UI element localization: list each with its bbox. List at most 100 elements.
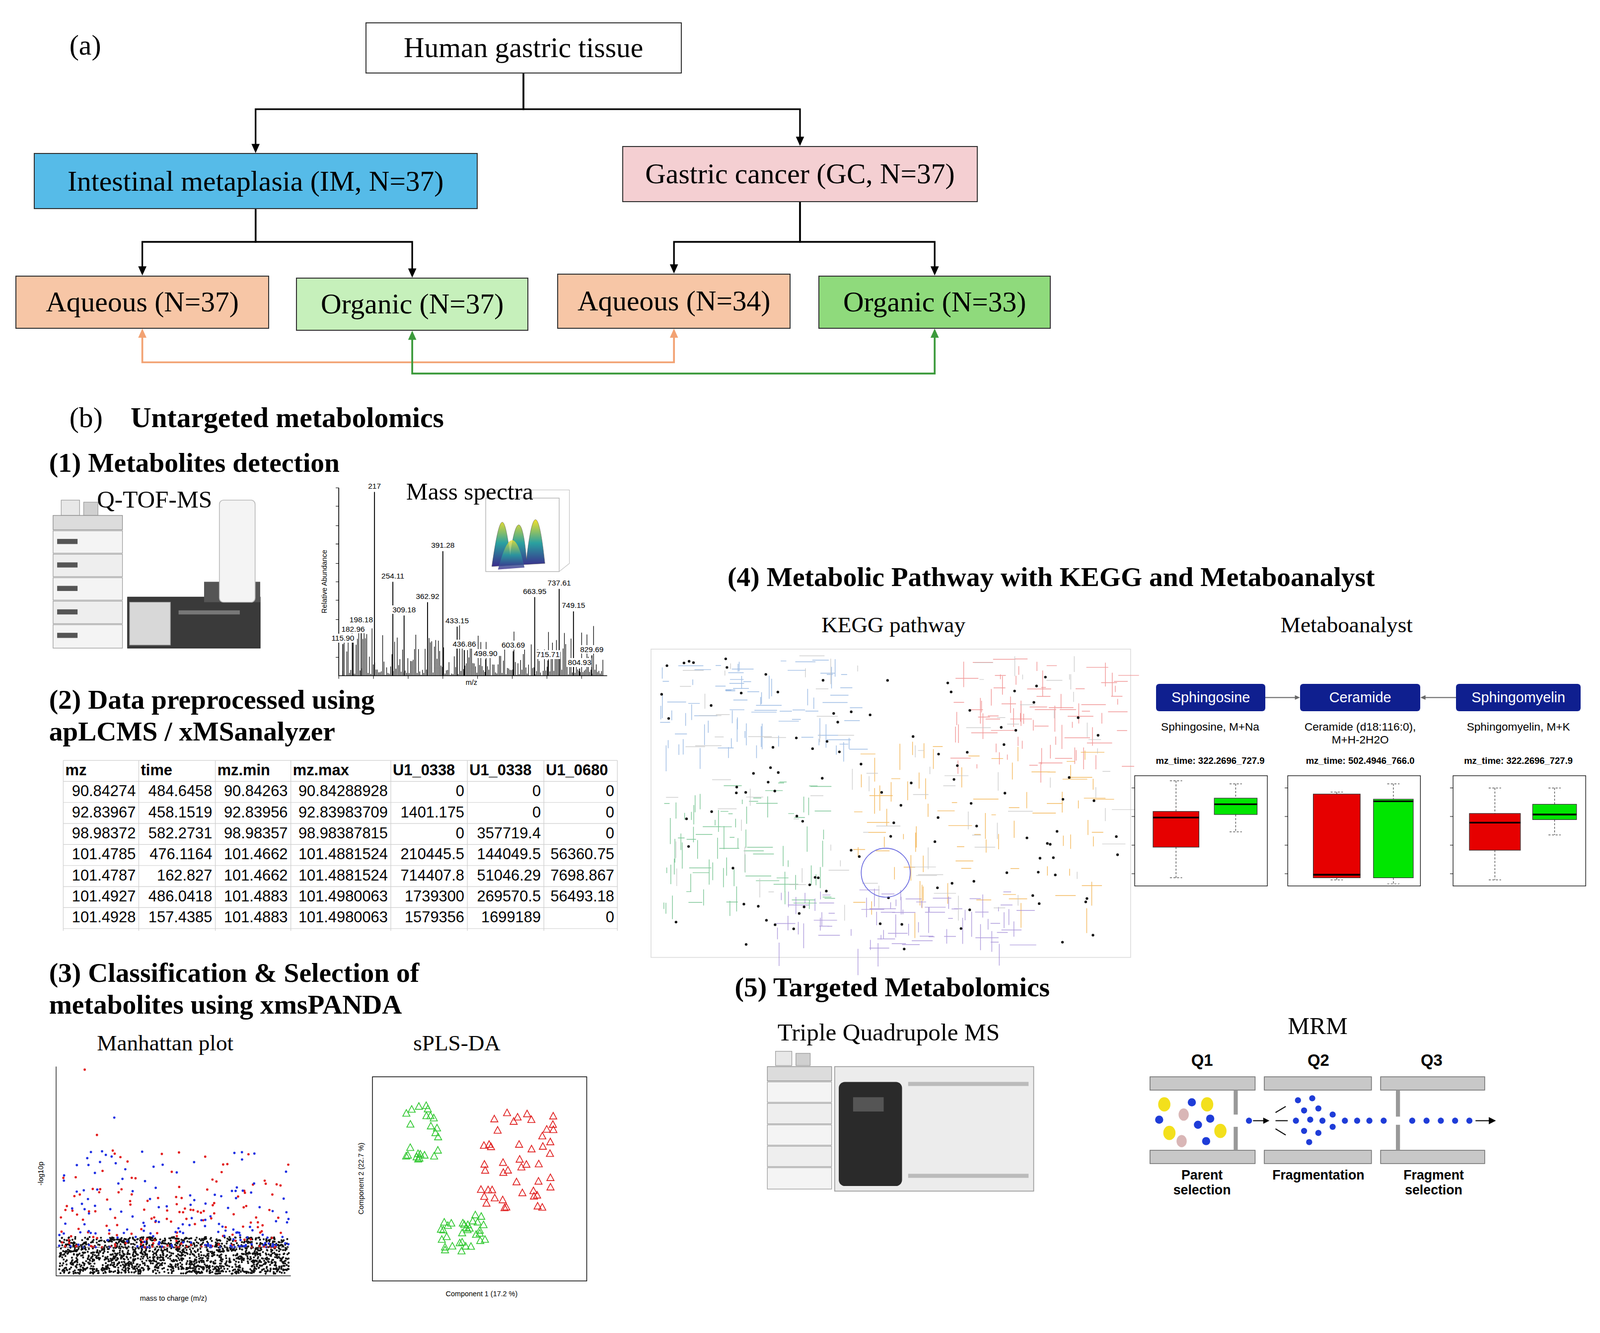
triple-quad-instrument-part (834, 1066, 1034, 1192)
mrm-schematic-part (1295, 1096, 1302, 1103)
triple-quad-instrument-part (767, 1124, 832, 1146)
plot-title: Mass spectra (406, 477, 534, 507)
connector (138, 328, 678, 363)
table-cell: 56493.18 (545, 887, 615, 905)
arrowhead (138, 328, 147, 339)
sample-triangle (546, 1173, 554, 1181)
arrowhead (408, 330, 417, 340)
mrm-schematic-part (1380, 1117, 1387, 1124)
sample-triangle (414, 1149, 422, 1157)
sample-triangle (488, 1185, 496, 1193)
sample-triangle (533, 1202, 541, 1209)
sample-triangle (480, 1160, 488, 1167)
stage-label: Fragment selection (1390, 1167, 1478, 1198)
triple-quad-instrument-part (767, 1146, 832, 1167)
box (1469, 813, 1521, 851)
sample-triangle (527, 1115, 535, 1123)
sample-triangle (476, 1236, 484, 1244)
peak-label: 498.90 (473, 649, 499, 658)
data-table-grid-part (63, 760, 618, 931)
arrowhead (251, 144, 260, 154)
sample-triangle (434, 1133, 442, 1140)
kegg-map (651, 649, 1140, 975)
peak-label: 362.92 (415, 591, 440, 601)
sample-triangle (499, 1195, 507, 1203)
step-heading: (5) Targeted Metabolomics (734, 971, 1050, 1004)
axis-label: Relative Abundance (320, 549, 329, 614)
data-table-grid (63, 760, 618, 931)
triple-quad-instrument-part (796, 1053, 811, 1066)
mrm-schematic-part (1437, 1117, 1444, 1124)
arrowhead (408, 268, 417, 278)
peak-label: 182.96 (340, 624, 365, 634)
table-cell: 98.98387815 (292, 824, 388, 842)
mz-time-label: mz_time: 322.2696_727.9 (1447, 755, 1591, 766)
sample-triangle (448, 1242, 456, 1249)
table-cell: 101.4883 (217, 887, 289, 905)
pathway-lines (659, 658, 868, 772)
plot-frame (1287, 775, 1421, 886)
sample-triangle (522, 1160, 530, 1167)
peak-label: 737.61 (546, 578, 572, 588)
table-cell: 0 (545, 824, 615, 842)
box (1532, 803, 1577, 820)
mrm-schematic-part (1150, 1150, 1256, 1164)
qtof-instrument-part (127, 596, 261, 649)
sample-triangle (434, 1146, 442, 1154)
table-cell: 101.4787 (65, 866, 137, 884)
sample-triangle (480, 1192, 488, 1200)
mrm-schematic-part (1206, 1114, 1215, 1123)
median-line (1532, 813, 1577, 815)
table-cell: 0 (545, 908, 615, 926)
table-cell: 0 (392, 824, 465, 842)
mrm-schematic-part (1264, 1076, 1372, 1091)
mrm-schematic-part (1292, 1117, 1299, 1124)
sample-triangle (513, 1113, 521, 1120)
arrowhead (669, 264, 679, 274)
peak-label: 715.71 (535, 650, 561, 659)
connector (1420, 695, 1456, 700)
step-heading: (4) Metabolic Pathway with KEGG and Meta… (727, 561, 1376, 593)
kegg-map-part (861, 848, 911, 898)
table-cell: 269570.5 (469, 887, 541, 905)
qtof-instrument-part (57, 632, 78, 638)
connector (1265, 695, 1301, 700)
median-line (1373, 800, 1414, 802)
fraction-box: Organic (N=37) (295, 277, 529, 331)
table-header: U1_0338 (469, 761, 541, 779)
table-cell: 0 (545, 803, 615, 821)
manhattan-points (59, 1069, 289, 1274)
triple-quad-instrument-part (767, 1167, 832, 1189)
table-cell: 101.4928 (65, 908, 137, 926)
triple-quad-instrument-part (908, 1173, 1029, 1178)
sample-triangle (494, 1126, 502, 1133)
feature-label: Sphingomyelin, M+K (1452, 720, 1585, 734)
qtof-instrument-part (61, 500, 80, 516)
sample-triangle (482, 1199, 490, 1206)
mrm-schematic-part (1263, 1117, 1270, 1124)
feature-label: Ceramide (d18:116:0), M+H-2H2O (1294, 720, 1427, 747)
manhattan-plot-part (56, 1066, 291, 1276)
box (1214, 798, 1257, 815)
table-header: U1_0338 (392, 761, 465, 779)
qtof-instrument-part (57, 585, 78, 591)
sample-triangle (546, 1138, 554, 1145)
connector-line (255, 73, 524, 146)
significant-points (61, 1069, 289, 1248)
qtof-instrument-part (53, 554, 123, 577)
instrument-label: Triple Quadrupole MS (777, 1018, 1000, 1047)
table-cell: 92.83967 (65, 803, 137, 821)
node-text: Organic (N=33) (843, 285, 1026, 319)
table-cell: 0 (545, 782, 615, 800)
mrm-schematic-part (1341, 1117, 1348, 1124)
connector (669, 202, 800, 274)
qtof-instrument-part (83, 502, 98, 516)
table-cell: 0 (469, 803, 541, 821)
mass-spectrum-part (338, 487, 607, 676)
connector-line (800, 202, 935, 269)
sample-triangle (517, 1163, 525, 1170)
mrm-schematic-part (1329, 1111, 1336, 1118)
mrm-schematic-part (1309, 1094, 1315, 1101)
connector-line (1265, 696, 1297, 698)
